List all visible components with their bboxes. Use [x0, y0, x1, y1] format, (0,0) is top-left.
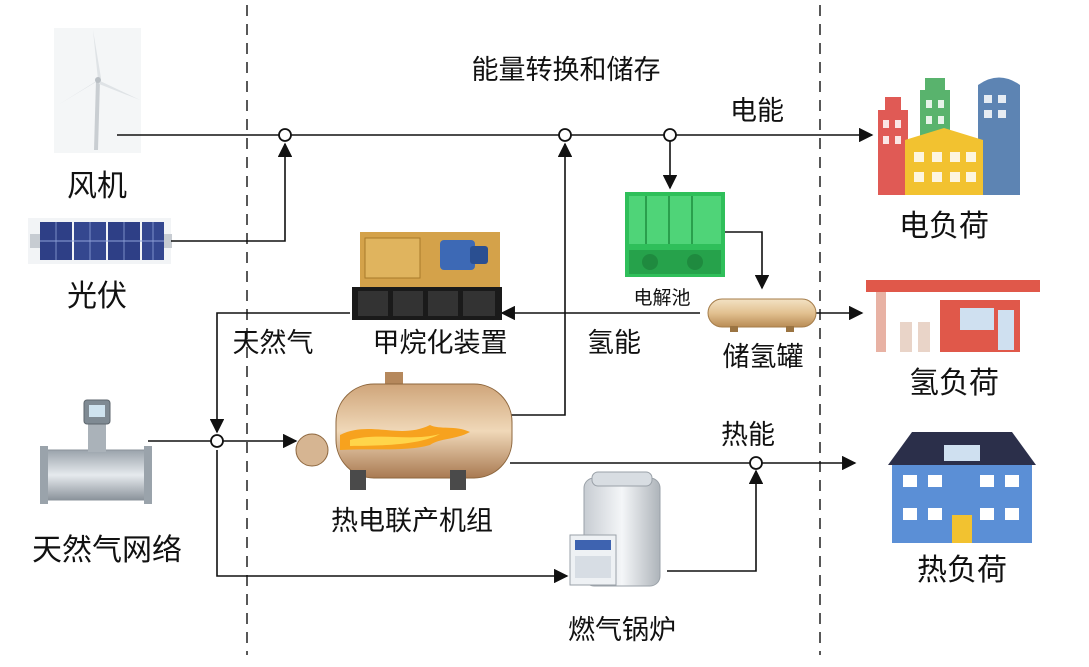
methanation-gas-line: [209, 312, 350, 434]
chp-unit-icon: [295, 372, 513, 490]
hydrogen-flow-label: 氢能: [587, 328, 641, 359]
pv-panel-icon: [28, 218, 172, 264]
gas-network-label: 天然气网络: [32, 533, 182, 568]
hydrogen-load-label: 氢负荷: [909, 366, 999, 401]
electric-flow-label: 电能: [730, 96, 784, 127]
electric-load-buildings-icon: [878, 77, 1020, 195]
heat-load-label: 热负荷: [917, 553, 1007, 588]
natural-gas-flow-label: 天然气: [233, 328, 314, 359]
pv-to-bus-line: [171, 142, 293, 242]
wind-label: 风机: [67, 169, 127, 204]
chp-electric-line: [510, 142, 573, 416]
section-title: 能量转换和储存: [472, 55, 661, 86]
hydrogen-tank-icon: [707, 298, 817, 332]
bus-node: [278, 128, 292, 142]
gas-boiler-label: 燃气锅炉: [568, 615, 676, 646]
boiler-to-heat-line: [667, 469, 764, 572]
gas-meter-icon: [40, 399, 152, 504]
pv-label: 光伏: [67, 279, 127, 314]
heat-flow-label: 热能: [721, 420, 775, 451]
hydrogen-tank-label: 储氢罐: [723, 342, 804, 373]
gas-boiler-icon: [569, 471, 661, 587]
chp-label: 热电联产机组: [331, 506, 493, 537]
electrolyzer-icon: [625, 192, 725, 277]
methanation-device-icon: [352, 232, 502, 320]
gas-node: [210, 434, 224, 448]
heat-node: [749, 456, 763, 470]
electrolyzer-label: 电解池: [633, 287, 690, 309]
electric-load-label: 电负荷: [899, 209, 989, 244]
bus-node: [558, 128, 572, 142]
gas-to-boiler-line: [216, 450, 569, 584]
electrolyzer-to-tank-line: [725, 231, 770, 290]
methanation-label: 甲烷化装置: [373, 328, 508, 359]
bus-node: [663, 128, 677, 142]
hydrogen-station-icon: [866, 280, 1040, 352]
heat-load-house-icon: [888, 432, 1036, 543]
wind-turbine-icon: [54, 28, 141, 153]
